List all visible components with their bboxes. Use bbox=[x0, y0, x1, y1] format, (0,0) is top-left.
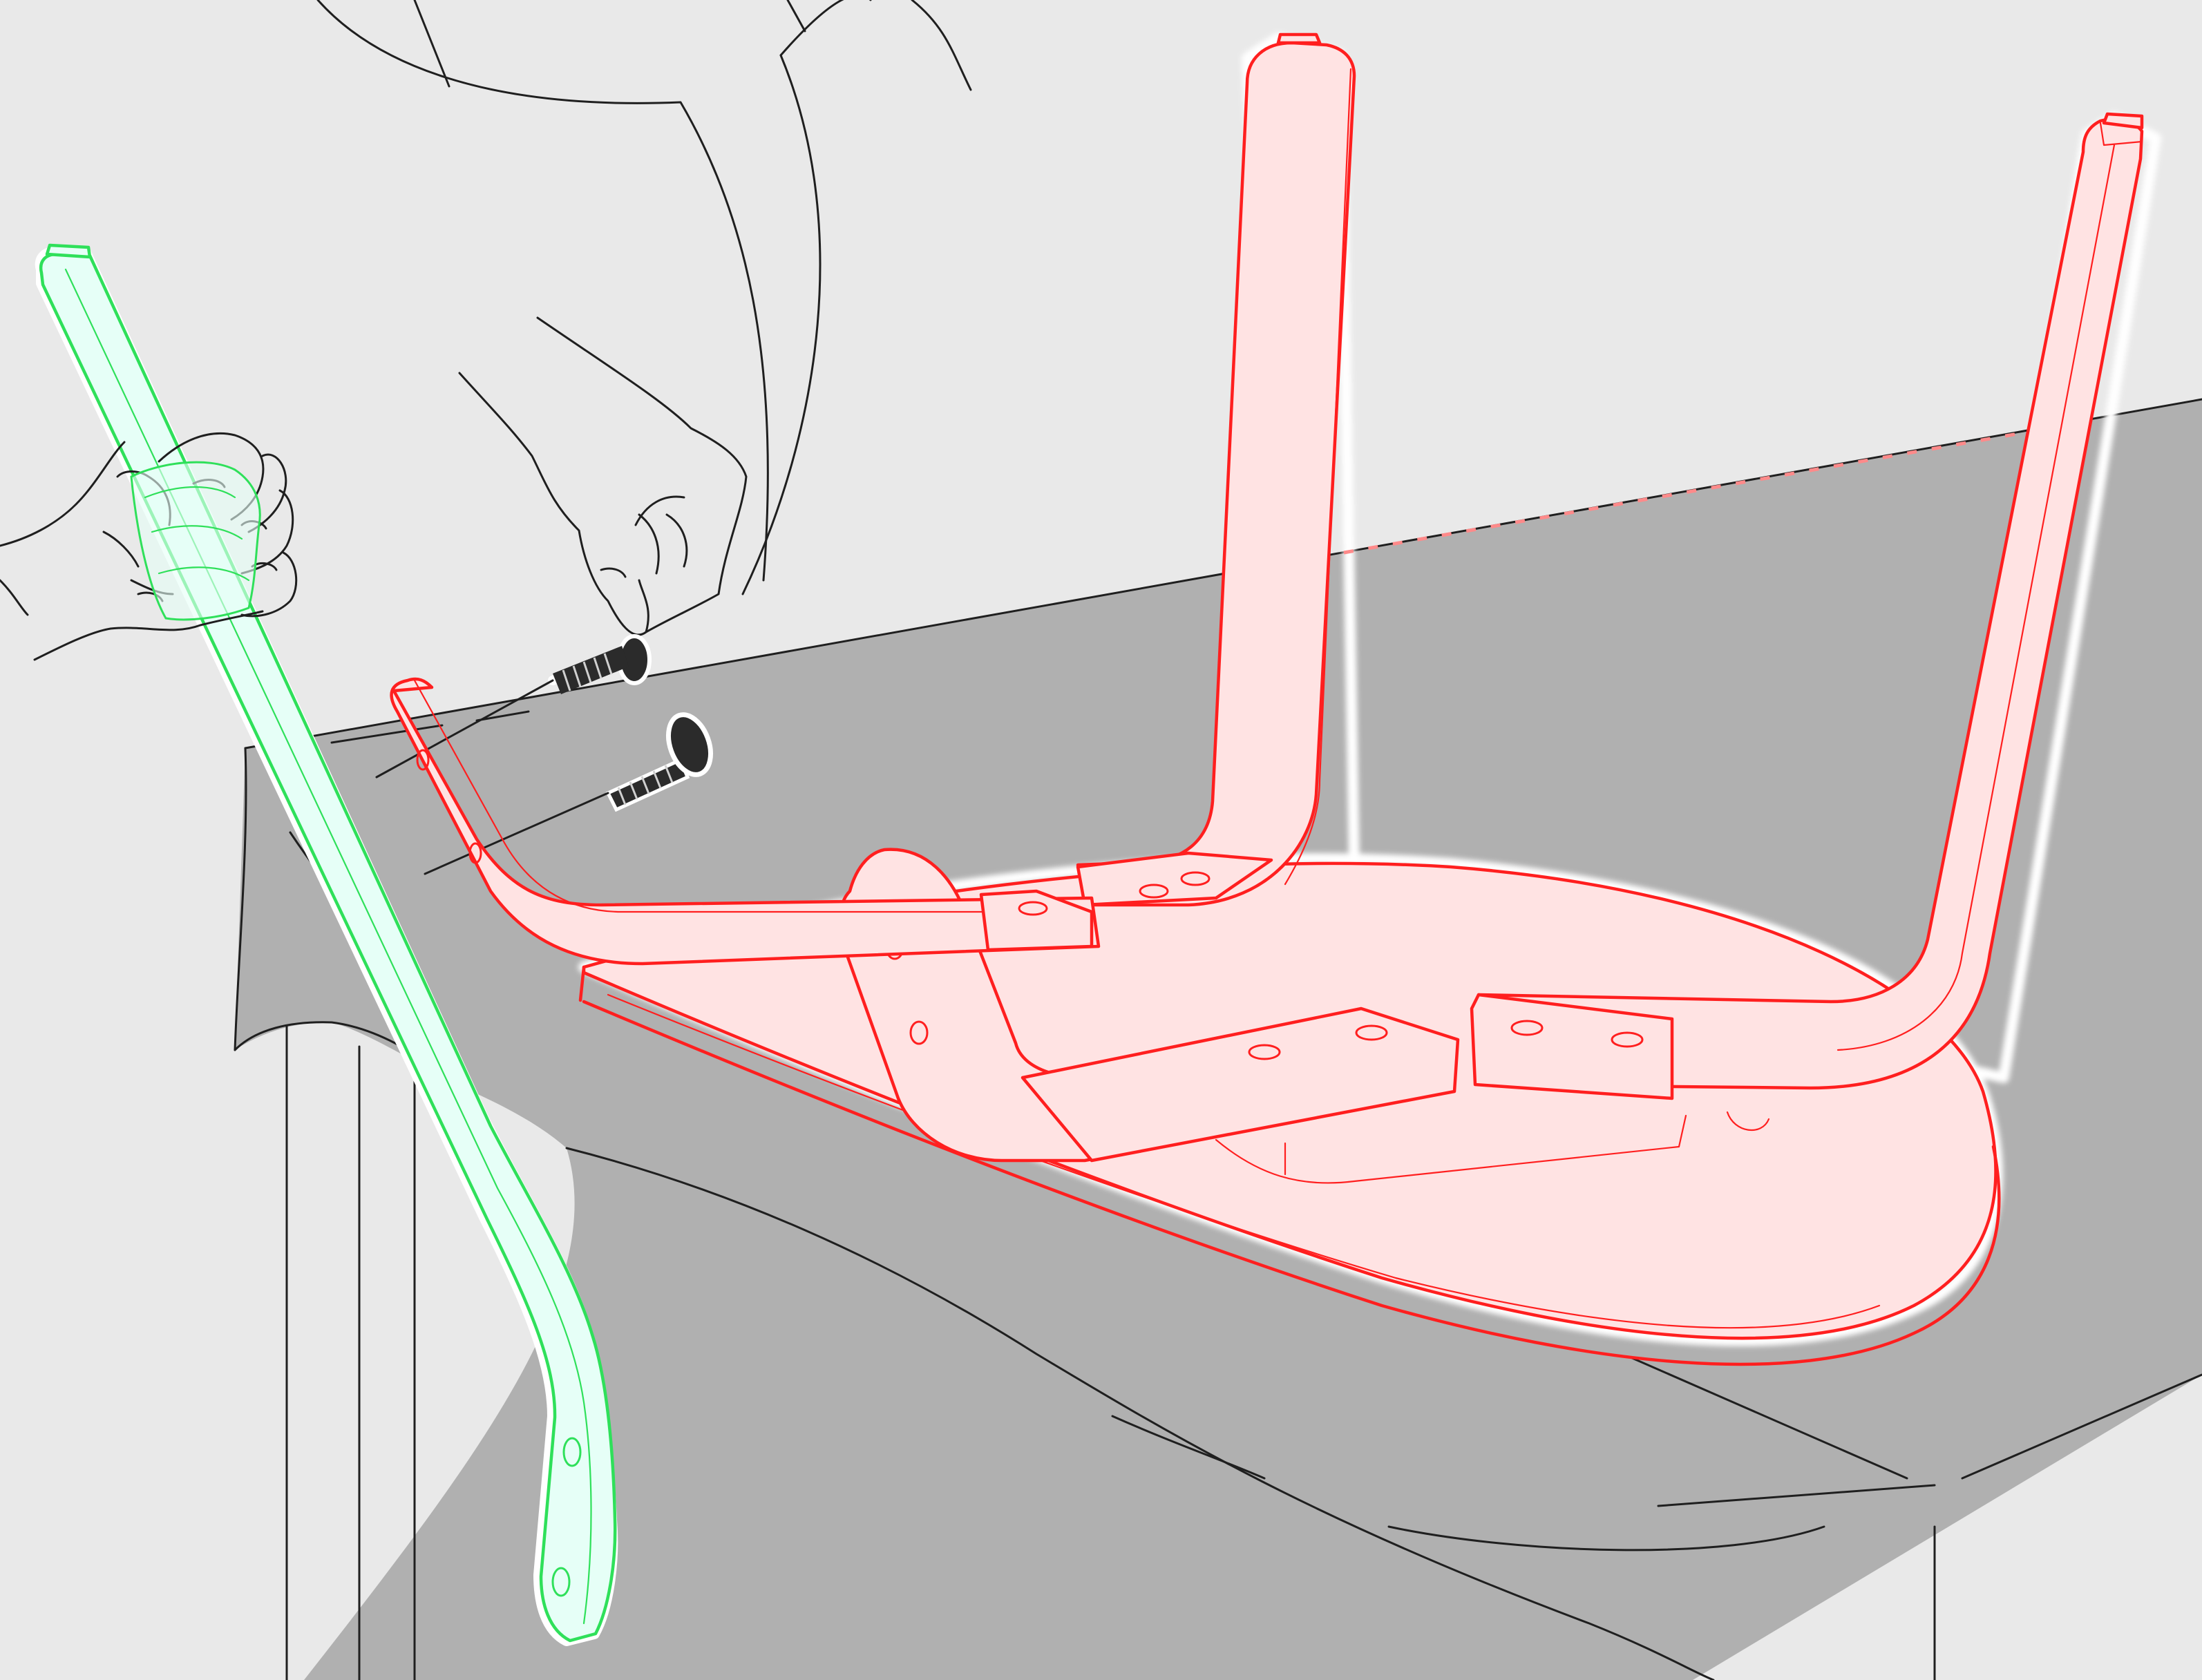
hand-knuckles bbox=[601, 497, 687, 577]
hand-with-screw bbox=[459, 318, 746, 635]
chair-leg-top-cap bbox=[1278, 35, 1320, 43]
sleeve bbox=[318, 0, 871, 580]
screw-hole bbox=[564, 1438, 580, 1466]
sleeve-fold bbox=[415, 0, 971, 594]
screw-hole bbox=[911, 1022, 927, 1044]
fingers-over-leg bbox=[131, 462, 260, 620]
screw-hole bbox=[553, 1568, 569, 1596]
chair-leg-top-cap bbox=[47, 245, 90, 257]
person-arm bbox=[318, 0, 971, 635]
